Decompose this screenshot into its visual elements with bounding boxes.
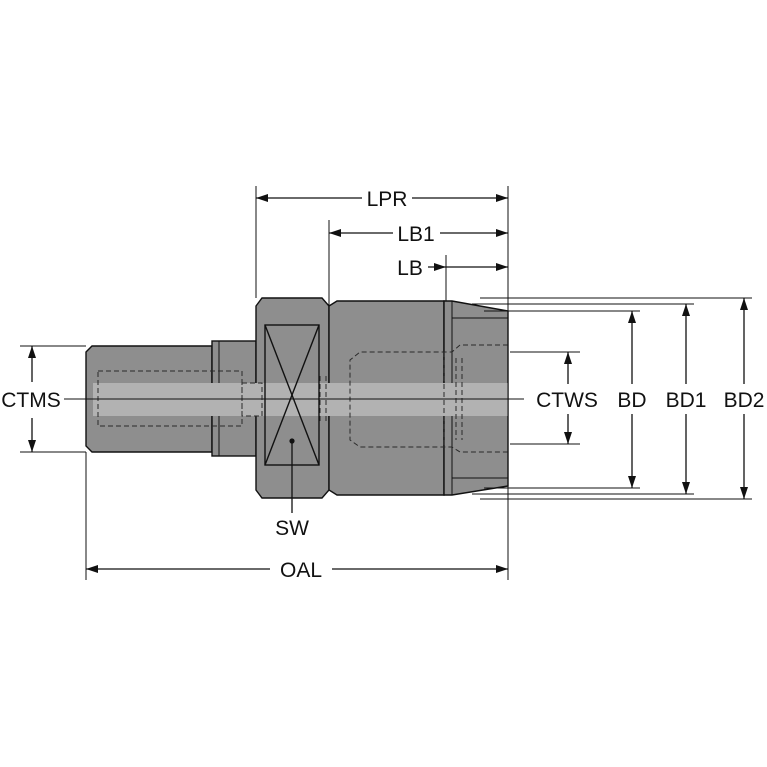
label-lb1: LB1 [397, 223, 434, 246]
wrench-flat-diagonal-2 [264, 324, 320, 466]
label-ctms: CTMS [1, 389, 61, 412]
label-oal: OAL [280, 559, 322, 582]
cutter-bore-hidden [349, 344, 508, 453]
label-lpr: LPR [367, 188, 408, 211]
label-bd2: BD2 [724, 389, 765, 412]
dimension-lines [28, 194, 748, 573]
label-sw: SW [275, 517, 309, 540]
dimension-labels: LPR LB1 LB CTMS CTWS BD BD1 BD2 SW OAL [0, 186, 766, 582]
label-ctws: CTWS [536, 389, 598, 412]
label-bd: BD [617, 389, 646, 412]
adapter-body [64, 297, 524, 499]
extension-lines [20, 186, 752, 580]
label-bd1: BD1 [666, 389, 707, 412]
label-lb: LB [397, 257, 423, 280]
